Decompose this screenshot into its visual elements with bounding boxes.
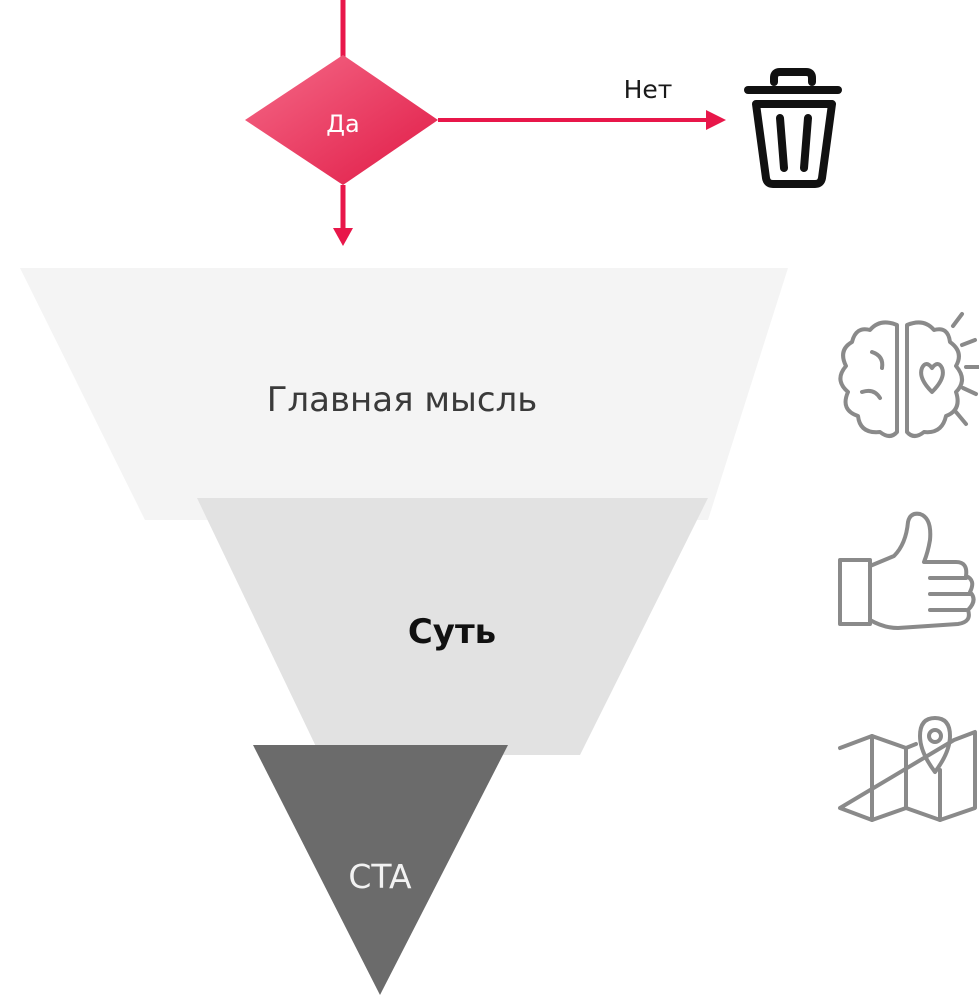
funnel-level-1 [20,268,788,520]
funnel-level-2-label: Суть [408,612,496,652]
flow-arrow-no-head [706,110,726,130]
trash-icon [744,68,842,188]
funnel-level-1-label: Главная мысль [267,380,538,420]
cropped-heading [0,0,979,6]
no-label: Нет [624,75,673,104]
thumbs-up-icon [838,511,976,630]
decision-label: Да [326,110,359,138]
map-pin-icon [838,716,977,822]
decision-diamond: Да [245,55,438,185]
funnel-level-3 [253,745,508,995]
brain-heart-icon [838,312,979,438]
funnel-level-2 [197,498,708,755]
flow-arrow-yes-head [333,228,353,246]
funnel-level-3-label: CTA [348,857,412,896]
